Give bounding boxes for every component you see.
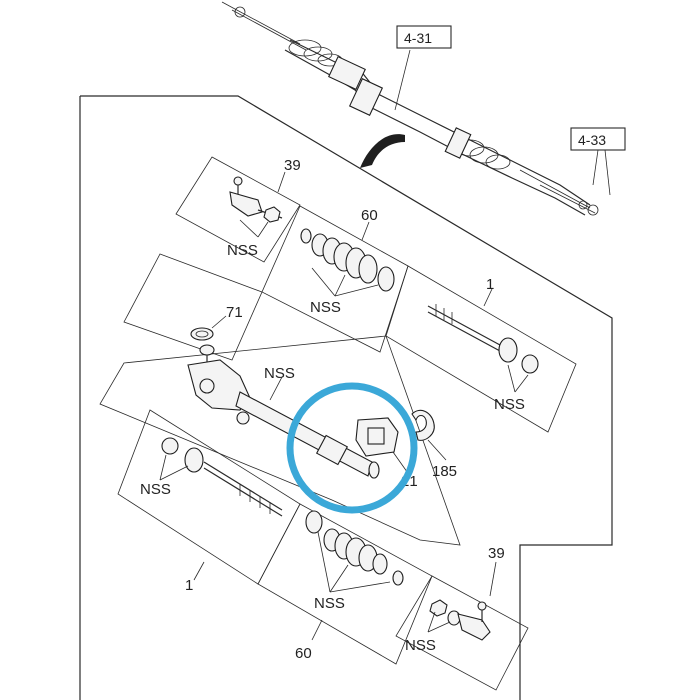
reference-4-31[interactable]: 4-31: [394, 25, 452, 111]
callout-1-lower[interactable]: 1: [185, 561, 205, 594]
reference-4-33-label: 4-33: [578, 132, 606, 148]
callout-1-upper-label: 1: [486, 276, 494, 293]
callout-39-upper-label: 39: [284, 157, 301, 174]
callout-71-label: 71: [226, 304, 243, 321]
nss-label-boot-upper: NSS: [310, 299, 341, 316]
nss-label-inner-tie-rod-upper: NSS: [494, 396, 525, 413]
callout-1-lower-label: 1: [185, 577, 193, 594]
group-tie-rod-end-upper: NSS: [175, 156, 301, 263]
callout-60-lower-label: 60: [295, 645, 312, 662]
group-boot-lower: NSS: [257, 503, 433, 665]
nss-label-housing: NSS: [264, 365, 295, 382]
exploded-view-frame: [80, 95, 613, 700]
nss-label-boot-lower: NSS: [314, 595, 345, 612]
callout-60-upper-label: 60: [361, 207, 378, 224]
nss-label-tie-rod-end-upper: NSS: [227, 242, 258, 259]
group-rack-housing: NSS: [99, 335, 461, 546]
group-inner-tie-rod-upper: NSS: [385, 265, 577, 433]
nss-label-tie-rod-end-lower: NSS: [405, 637, 436, 654]
highlight-circle: [286, 382, 418, 514]
callout-185-label: 185: [432, 463, 457, 480]
callout-39-upper[interactable]: 39: [277, 157, 301, 193]
clamp-part-185[interactable]: 185: [411, 409, 457, 480]
reference-4-33[interactable]: 4-33: [570, 127, 626, 196]
callout-39-lower[interactable]: 39: [488, 545, 505, 597]
group-o-ring: [123, 253, 263, 361]
nss-label-inner-tie-rod-lower: NSS: [140, 481, 171, 498]
callout-1-upper[interactable]: 1: [483, 276, 494, 307]
group-boot-upper: NSS: [261, 205, 409, 353]
group-inner-tie-rod-lower: NSS: [117, 409, 301, 585]
group-tie-rod-end-lower: NSS: [395, 575, 529, 691]
callout-39-lower-label: 39: [488, 545, 505, 562]
curved-arrow-icon: [360, 134, 405, 168]
reference-4-31-label: 4-31: [404, 30, 432, 46]
callout-60-lower[interactable]: 60: [295, 619, 323, 662]
callout-60-upper[interactable]: 60: [361, 207, 378, 241]
steering-rack-assembly-overview: [221, 1, 599, 216]
callout-71[interactable]: 71: [211, 304, 243, 329]
